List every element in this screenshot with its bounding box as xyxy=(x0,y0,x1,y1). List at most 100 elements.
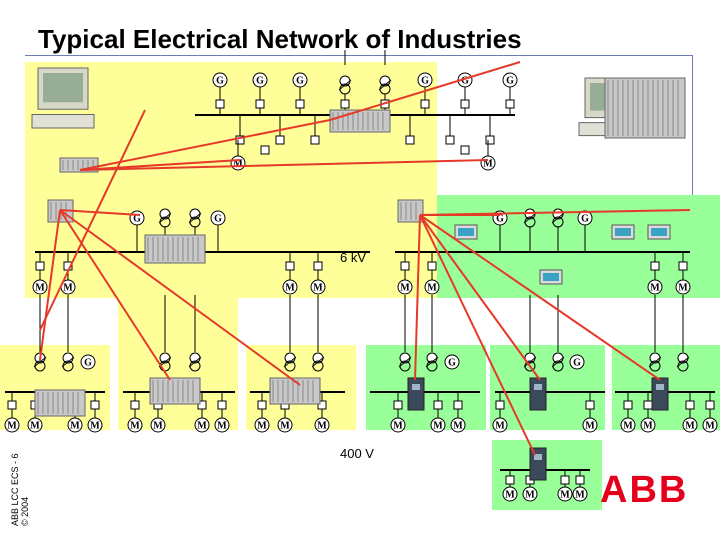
switchgear-panel-icon xyxy=(604,77,686,139)
transformer-arrow xyxy=(158,212,172,224)
motor-icon-letter: M xyxy=(257,421,267,432)
breaker-icon xyxy=(685,400,695,410)
breaker-icon xyxy=(217,400,227,410)
transformer-arrow xyxy=(61,356,75,368)
transformer-arrow xyxy=(33,356,47,368)
breaker-icon xyxy=(623,400,633,410)
monitor-screen xyxy=(43,73,83,103)
motor-icon: M xyxy=(230,155,246,171)
generator-icon: G xyxy=(292,72,308,88)
motor-icon-letter: M xyxy=(685,421,695,432)
motor-icon-circle xyxy=(194,417,210,433)
controller-screen xyxy=(615,228,631,236)
controller-unit-icon xyxy=(611,224,635,240)
motor-icon-circle xyxy=(492,417,508,433)
generator-icon: G xyxy=(444,354,460,370)
motor-icon: M xyxy=(282,279,298,295)
generator-icon-circle xyxy=(569,354,585,370)
generator-icon: G xyxy=(252,72,268,88)
transformer-arrow xyxy=(551,212,565,224)
motor-icon: M xyxy=(424,279,440,295)
breaker-icon xyxy=(678,261,688,271)
breaker-icon xyxy=(460,99,470,109)
generator-icon: G xyxy=(212,72,228,88)
breaker-icon xyxy=(90,400,100,410)
motor-icon-letter: M xyxy=(35,283,45,294)
transformer-arrow xyxy=(188,356,202,368)
panel-body xyxy=(329,109,391,133)
drive-cabinet-icon xyxy=(529,377,547,411)
motor-icon-circle xyxy=(67,417,83,433)
motor-icon-circle xyxy=(430,417,446,433)
generator-icon-letter: G xyxy=(216,76,224,87)
motor-icon-letter: M xyxy=(217,421,227,432)
motor-icon-circle xyxy=(424,279,440,295)
green-zone-lv5 xyxy=(490,345,605,430)
transformer-arrow xyxy=(311,356,325,368)
motor-icon-letter: M xyxy=(483,159,493,170)
drive-body xyxy=(529,447,547,481)
breaker-icon xyxy=(560,475,570,485)
generator-icon: G xyxy=(417,72,433,88)
generator-icon-letter: G xyxy=(296,76,304,87)
breaker-icon xyxy=(405,135,415,145)
operator-workstation-icon xyxy=(31,67,95,129)
motor-icon-letter: M xyxy=(623,421,633,432)
controller-screen xyxy=(543,273,559,281)
motor-icon-letter: M xyxy=(453,421,463,432)
motor-icon: M xyxy=(67,417,83,433)
motor-icon-circle xyxy=(522,486,538,502)
slide-title: Typical Electrical Network of Industries xyxy=(38,24,522,54)
signal-link xyxy=(39,209,61,361)
panel-body xyxy=(144,234,206,264)
motor-icon-letter: M xyxy=(70,421,80,432)
motor-icon-circle xyxy=(640,417,656,433)
motor-icon: M xyxy=(450,417,466,433)
generator-icon-letter: G xyxy=(421,76,429,87)
breaker-icon xyxy=(235,135,245,145)
motor-icon-circle xyxy=(87,417,103,433)
breaker-icon xyxy=(585,400,595,410)
motor-icon: M xyxy=(397,279,413,295)
voltage-label-400v: 400 V xyxy=(340,446,374,461)
breaker-icon xyxy=(650,261,660,271)
motor-icon-letter: M xyxy=(400,283,410,294)
motor-icon: M xyxy=(4,417,20,433)
motor-icon-circle xyxy=(32,279,48,295)
transformer-arrow xyxy=(378,79,392,91)
motor-icon-letter: M xyxy=(433,421,443,432)
breaker-icon xyxy=(453,400,463,410)
transformer-arrow xyxy=(398,356,412,368)
motor-icon-circle xyxy=(254,417,270,433)
motor-icon-circle xyxy=(390,417,406,433)
motor-icon-letter: M xyxy=(280,421,290,432)
motor-icon: M xyxy=(390,417,406,433)
motor-icon: M xyxy=(314,417,330,433)
generator-icon-letter: G xyxy=(448,358,456,369)
signal-link xyxy=(414,214,421,381)
motor-icon-circle xyxy=(397,279,413,295)
breaker-icon xyxy=(310,135,320,145)
transformer-arrow xyxy=(551,356,565,368)
drive-display xyxy=(534,454,542,460)
keyboard-body xyxy=(31,114,95,129)
frame-top xyxy=(25,55,693,56)
drive-cabinet-icon xyxy=(407,377,425,411)
breaker-icon xyxy=(460,145,470,155)
motor-icon-letter: M xyxy=(130,421,140,432)
breaker-icon xyxy=(257,400,267,410)
signal-link xyxy=(79,159,241,171)
generator-icon-letter: G xyxy=(461,76,469,87)
signal-link xyxy=(59,209,171,381)
generator-icon: G xyxy=(577,210,593,226)
motor-icon-circle xyxy=(572,486,588,502)
motor-icon: M xyxy=(647,279,663,295)
motor-icon: M xyxy=(27,417,43,433)
breaker-icon xyxy=(340,99,350,109)
motor-icon-letter: M xyxy=(495,421,505,432)
motor-icon-circle xyxy=(682,417,698,433)
generator-icon-letter: G xyxy=(84,358,92,369)
yellow-zone-lv2 xyxy=(118,296,238,430)
breaker-icon xyxy=(433,400,443,410)
